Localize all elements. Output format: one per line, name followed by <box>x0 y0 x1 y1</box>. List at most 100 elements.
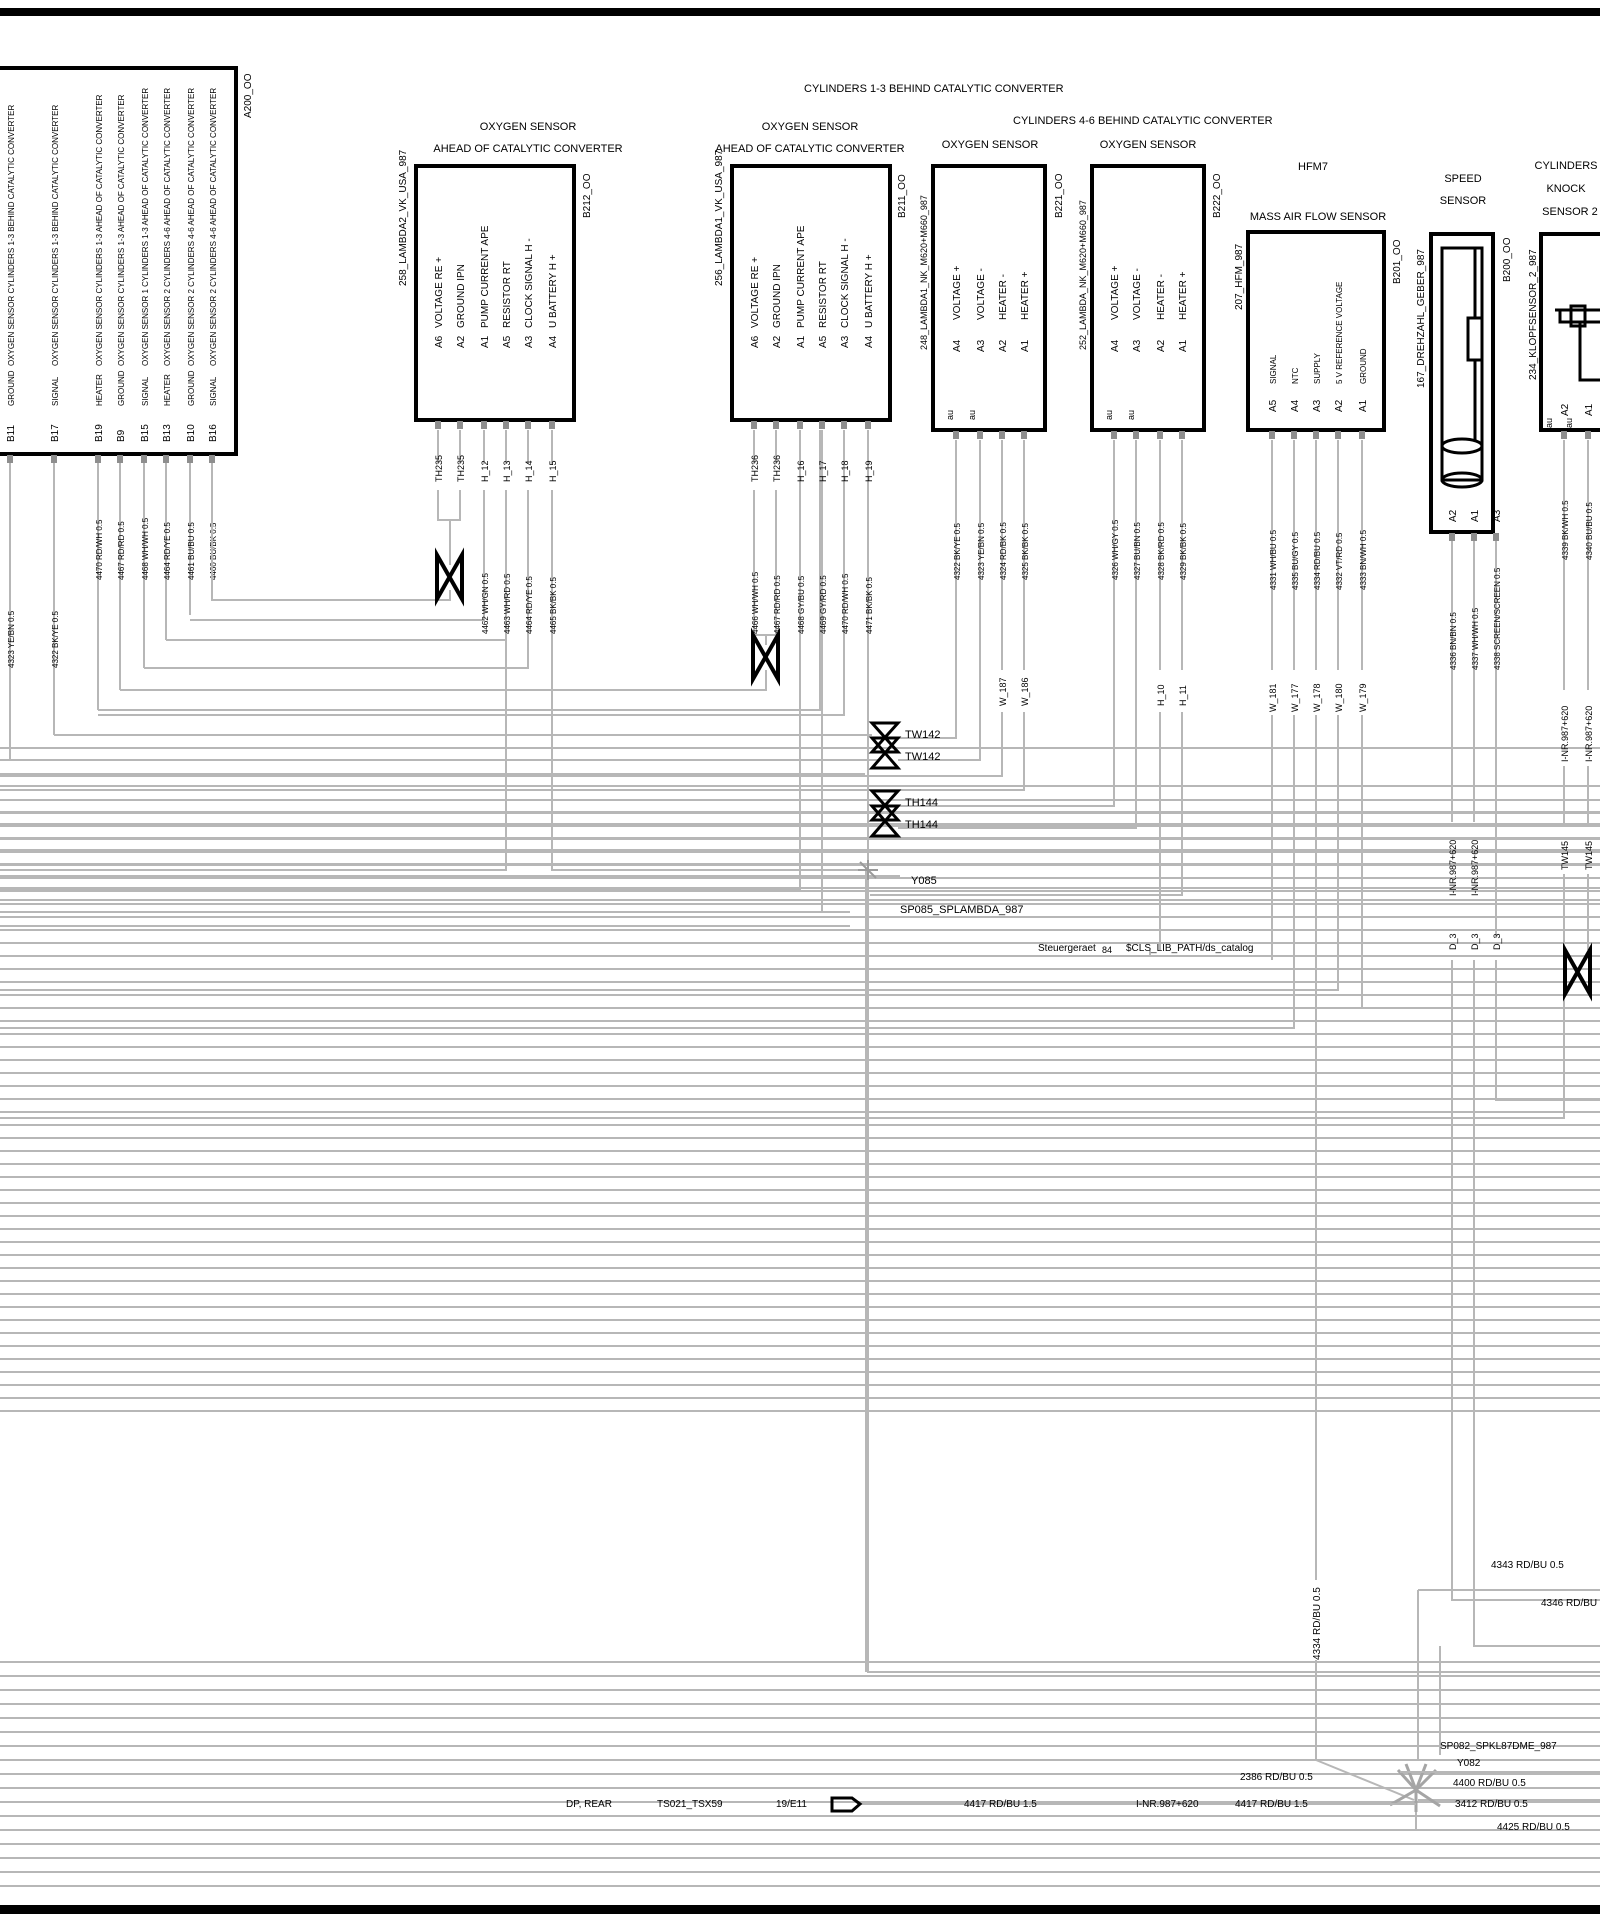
sensor-pin-label: U BATTERY H + <box>548 254 559 328</box>
wire <box>0 712 1003 777</box>
wire <box>1495 960 1600 1101</box>
sensor-box <box>730 164 892 422</box>
sensor-pin-terminal <box>977 431 983 439</box>
wire <box>0 430 801 891</box>
sensor-pin-number: A4 <box>1290 399 1301 412</box>
ecu-wire-label: 4460 BU/BK 0.5 <box>209 522 218 580</box>
sensor-pin-number: A4 <box>864 335 875 348</box>
ecu-pin-number: B13 <box>162 424 173 442</box>
sensor-pin-label: HEATER + <box>1020 271 1031 320</box>
sensor-pin-terminal <box>1133 431 1139 439</box>
sensor-wire-label: 4331 WH/BU 0.5 <box>1269 529 1278 590</box>
wire <box>870 712 1183 896</box>
ecu-pin-description: OXYGEN SENSOR CYLINDERS 1-3 AHEAD OF CAT… <box>95 94 104 366</box>
sensor-connector-label: TH236 <box>772 455 782 482</box>
sensor-box <box>414 164 576 422</box>
sensor-pin-number: A1 <box>1358 399 1369 412</box>
sensor-pin-number: A3 <box>840 335 851 348</box>
sensor-d-label: D_3 <box>1492 933 1502 950</box>
sensor-pin-terminal <box>999 431 1005 439</box>
sensor-pin-number: A6 <box>434 335 445 348</box>
sensor-pin-number: A2 <box>1560 403 1571 416</box>
sensor-connector-label: W_180 <box>1334 683 1344 712</box>
sensor-subtitle: AHEAD OF CATALYTIC CONVERTER <box>715 143 904 155</box>
ecu-pin-function: GROUND <box>117 370 126 406</box>
w4417b-label: 4417 RD/BU 1.5 <box>1235 1799 1308 1810</box>
sensor-pin-label: PUMP CURRENT APE <box>480 225 491 328</box>
sensor-pin-number: A3 <box>1492 509 1503 522</box>
sensor-pin-label: VOLTAGE + <box>1110 265 1121 320</box>
sensor-wire-label: 4329 BK/BK 0.5 <box>1179 523 1188 580</box>
wire <box>98 430 845 716</box>
top-border <box>0 8 1600 16</box>
wire <box>898 440 957 739</box>
splice-y085-mark <box>858 860 878 880</box>
sensor-pin-number: A3 <box>1132 339 1143 352</box>
sensor-pin-number: A6 <box>750 335 761 348</box>
ecu-pin-function: HEATER <box>163 374 172 406</box>
tw142-label-1: TW142 <box>905 729 940 741</box>
sensor-connector-label: TH235 <box>456 455 466 482</box>
sensor-pin-number: A4 <box>548 335 559 348</box>
y085-label: Y085 <box>911 875 937 887</box>
sensor-connector-label: W_181 <box>1268 683 1278 712</box>
sensor-pin-terminal <box>1179 431 1185 439</box>
sensor-title: OXYGEN SENSOR <box>942 139 1039 151</box>
sensor-pin-terminal <box>953 431 959 439</box>
wire <box>1473 960 1600 1647</box>
ecu-pin-terminal <box>95 455 101 463</box>
wire <box>0 715 1363 1009</box>
connector-tw142: TW142 TW142 <box>868 721 940 770</box>
connector-bowtie-th236 <box>751 627 780 687</box>
sensor-pin-terminal <box>773 421 779 429</box>
w3412-label: 3412 RD/BU 0.5 <box>1455 1799 1528 1810</box>
sensor-pin-terminal <box>481 421 487 429</box>
w4400-label: 4400 RD/BU 0.5 <box>1453 1778 1526 1789</box>
sensor-title: OXYGEN SENSOR <box>1100 139 1197 151</box>
sensor-pin-number: A2 <box>1334 399 1345 412</box>
sensor-pin-terminal <box>549 421 555 429</box>
sensor-title: OXYGEN SENSOR <box>480 121 577 133</box>
connector-bowtie-tw145 <box>1563 942 1592 1002</box>
wire <box>450 490 461 521</box>
wire <box>0 715 1295 1029</box>
sensor-wire-label: 4464 RD/YE 0.5 <box>525 576 534 634</box>
sensor-subtitle: SENSOR 2 <box>1542 206 1598 218</box>
sensor-pin-label: GROUND IPN <box>772 264 783 328</box>
sensor-id: B222_OO <box>1212 173 1223 218</box>
off-page-arrow <box>830 1796 863 1813</box>
sensor-d-label: D_3 <box>1448 933 1458 950</box>
sensor-box <box>1539 232 1600 432</box>
sensor-connector-label: H_13 <box>502 460 512 482</box>
sensor-pin-terminal <box>457 421 463 429</box>
ecu-pin-terminal <box>163 455 169 463</box>
sensor-pin-label: HEATER - <box>998 274 1009 320</box>
sensor-wire-label: 4322 BK/YE 0.5 <box>953 523 962 580</box>
sensor-pin-number: A2 <box>1156 339 1167 352</box>
sensor-id: B212_OO <box>582 173 593 218</box>
oxygen-sensor-258: OXYGEN SENSOR AHEAD OF CATALYTIC CONVERTE… <box>398 121 623 634</box>
sensor-pin-number: A2 <box>456 335 467 348</box>
sensor-pin-terminal <box>797 421 803 429</box>
sensor-connector-label: W_179 <box>1358 683 1368 712</box>
sensor-part-name: 252_LAMBDA_NK_M620+M660_987 <box>1078 200 1088 350</box>
sensor-pin-label: VOLTAGE RE + <box>750 257 761 328</box>
sensor-wire-label: 4332 VT/RD 0.5 <box>1335 532 1344 590</box>
ecu-pin-function: GROUND <box>7 370 16 406</box>
sensor-id: B221_OO <box>1054 173 1065 218</box>
sensor-connector-label: H_14 <box>524 460 534 482</box>
wire <box>211 463 451 601</box>
sensor-pin-number: A2 <box>998 339 1009 352</box>
sensor-subtitle: AHEAD OF CATALYTIC CONVERTER <box>433 143 622 155</box>
wire <box>753 490 767 645</box>
sensor-pin-label: GROUND IPN <box>456 264 467 328</box>
wire <box>867 430 1600 1673</box>
group-label-cyl13: CYLINDERS 1-3 BEHIND CATALYTIC CONVERTER <box>804 83 1064 95</box>
oxygen-sensor-248: OXYGEN SENSOR248_LAMBDA1_NK_M620+M660_98… <box>919 139 1065 706</box>
harness-lines <box>0 747 1600 1887</box>
wire <box>0 715 1339 991</box>
ecu-pin-description: OXYGEN SENSOR 2 CYLINDERS 4-6 AHEAD OF C… <box>187 88 196 366</box>
